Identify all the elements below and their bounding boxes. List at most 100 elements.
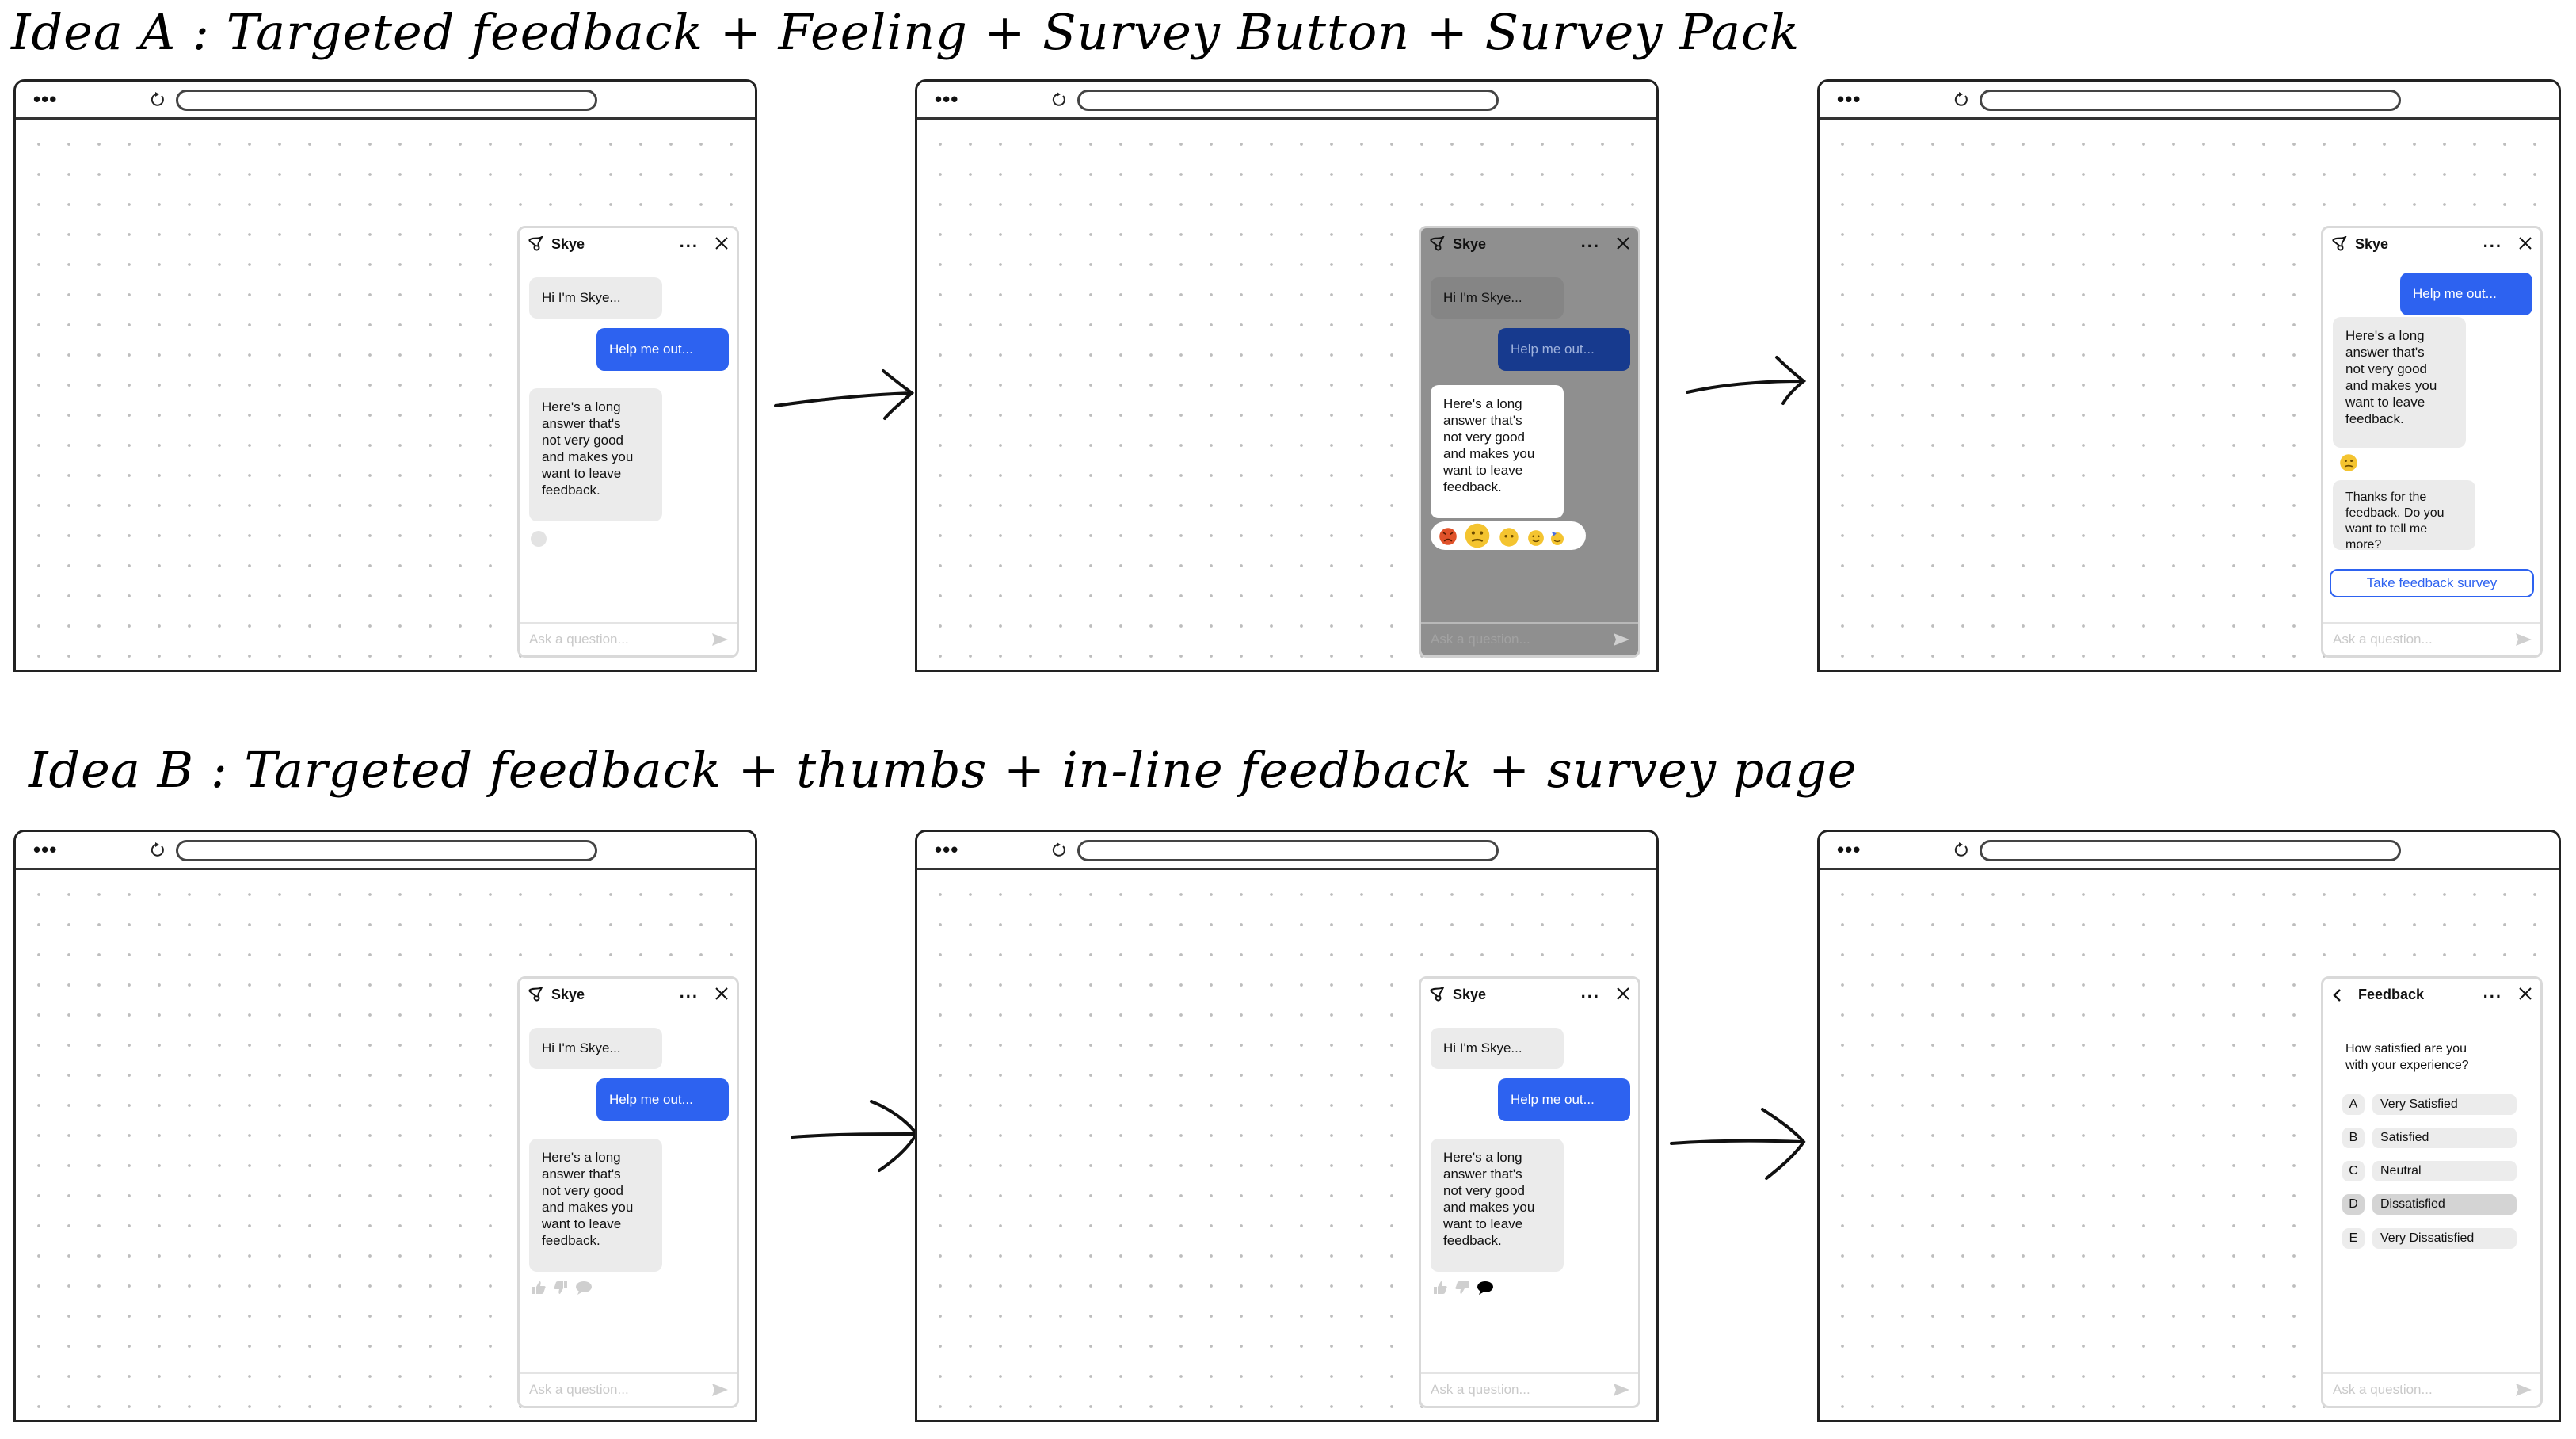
user-message-bubble: Help me out... xyxy=(1498,328,1630,371)
browser-window-a1: ••• Skye ... Hi I'm Skye... Help me out.… xyxy=(13,79,757,672)
option-letter-c[interactable]: C xyxy=(2342,1161,2365,1181)
angry-emoji-icon[interactable] xyxy=(1439,527,1458,546)
thumbs-down-icon[interactable] xyxy=(553,1280,569,1296)
browser-toolbar: ••• xyxy=(917,832,1656,870)
send-icon[interactable] xyxy=(1613,632,1630,647)
neutral-emoji-icon[interactable] xyxy=(1499,527,1519,548)
skye-logo-icon xyxy=(528,987,545,1002)
reload-icon[interactable] xyxy=(1953,91,1970,109)
send-icon[interactable] xyxy=(1613,1383,1630,1397)
reload-icon[interactable] xyxy=(149,91,166,109)
chat-panel-dimmed: Skye ... Hi I'm Skye... Help me out... H… xyxy=(1419,226,1640,658)
chat-input[interactable]: Ask a question... xyxy=(520,622,737,655)
option-very-dissatisfied[interactable]: Very Dissatisfied xyxy=(2372,1228,2517,1249)
user-message-bubble: Help me out... xyxy=(596,328,729,371)
bot-answer-bubble: Here's a long answer that's not very goo… xyxy=(529,1139,662,1272)
input-placeholder: Ask a question... xyxy=(529,1382,629,1397)
bot-followup-bubble: Thanks for the feedback. Do you want to … xyxy=(2333,480,2475,552)
reload-icon[interactable] xyxy=(1953,842,1970,859)
chat-panel: Skye ... Hi I'm Skye... Help me out... H… xyxy=(517,226,739,658)
input-placeholder: Ask a question... xyxy=(2333,632,2433,647)
option-very-satisfied[interactable]: Very Satisfied xyxy=(2372,1094,2517,1115)
survey-title: Feedback xyxy=(2358,987,2425,1002)
send-icon[interactable] xyxy=(711,1383,729,1397)
browser-toolbar: ••• xyxy=(16,82,755,120)
chat-input[interactable]: Ask a question... xyxy=(520,1372,737,1406)
send-icon[interactable] xyxy=(2515,632,2532,647)
arrow-icon xyxy=(774,369,915,420)
thumbs-up-icon[interactable] xyxy=(1432,1280,1448,1296)
address-bar[interactable] xyxy=(1077,840,1499,861)
more-options-button[interactable]: ... xyxy=(1580,231,1600,251)
window-controls-icon[interactable]: ••• xyxy=(935,838,959,861)
arrow-icon xyxy=(791,1100,919,1172)
more-options-button[interactable]: ... xyxy=(679,982,699,1002)
more-options-button[interactable]: ... xyxy=(679,231,699,251)
address-bar[interactable] xyxy=(176,90,597,111)
close-icon[interactable] xyxy=(714,236,729,250)
bot-answer-bubble: Here's a long answer that's not very goo… xyxy=(2333,317,2466,448)
more-options-button[interactable]: ... xyxy=(2483,982,2502,1002)
idea-a-title: Idea A : Targeted feedback + Feeling + S… xyxy=(11,3,1801,61)
input-placeholder: Ask a question... xyxy=(2333,1382,2433,1397)
input-placeholder: Ask a question... xyxy=(529,632,629,647)
close-icon[interactable] xyxy=(1616,236,1630,250)
confused-emoji-icon[interactable] xyxy=(1464,522,1491,549)
reload-icon[interactable] xyxy=(1050,842,1068,859)
option-dissatisfied-selected[interactable]: Dissatisfied xyxy=(2372,1194,2517,1215)
reload-icon[interactable] xyxy=(149,842,166,859)
reload-icon[interactable] xyxy=(1050,91,1068,109)
chat-panel: Skye ... Hi I'm Skye... Help me out... H… xyxy=(1419,976,1640,1408)
browser-window-a3: ••• Skye ... Help me out... Here's a lon… xyxy=(1817,79,2561,672)
browser-window-a2: ••• Skye ... Hi I'm Skye... Help me out.… xyxy=(915,79,1659,672)
arrow-icon xyxy=(1686,356,1807,405)
browser-window-b2: ••• Skye ... Hi I'm Skye... Help me out.… xyxy=(915,830,1659,1422)
close-icon[interactable] xyxy=(1616,987,1630,1001)
close-icon[interactable] xyxy=(2518,987,2532,1001)
comment-icon[interactable] xyxy=(575,1280,593,1296)
window-controls-icon[interactable]: ••• xyxy=(33,838,58,861)
skye-logo-icon xyxy=(2331,236,2349,252)
option-letter-d-selected[interactable]: D xyxy=(2342,1194,2365,1215)
chat-input[interactable]: Ask a question... xyxy=(2323,622,2540,655)
close-icon[interactable] xyxy=(2518,236,2532,250)
close-icon[interactable] xyxy=(714,987,729,1001)
bot-greeting-bubble: Hi I'm Skye... xyxy=(1431,1028,1564,1069)
address-bar[interactable] xyxy=(1980,840,2401,861)
feeling-reaction-icon[interactable] xyxy=(531,531,547,547)
address-bar[interactable] xyxy=(176,840,597,861)
thumbs-down-icon[interactable] xyxy=(1454,1280,1470,1296)
chat-input[interactable]: Ask a question... xyxy=(2323,1372,2540,1406)
slightly-smiling-emoji-icon[interactable] xyxy=(1527,529,1545,547)
option-letter-e[interactable]: E xyxy=(2342,1228,2365,1249)
feedback-survey-panel: Feedback ... How satisfied are you with … xyxy=(2321,976,2543,1408)
option-neutral[interactable]: Neutral xyxy=(2372,1161,2517,1181)
take-feedback-survey-button[interactable]: Take feedback survey xyxy=(2330,569,2534,597)
chat-panel: Skye ... Help me out... Here's a long an… xyxy=(2321,226,2543,658)
bot-name: Skye xyxy=(1453,987,1487,1002)
option-satisfied[interactable]: Satisfied xyxy=(2372,1128,2517,1148)
option-letter-a[interactable]: A xyxy=(2342,1094,2365,1115)
partying-emoji-icon[interactable] xyxy=(1549,530,1565,546)
window-controls-icon[interactable]: ••• xyxy=(1837,87,1862,111)
bot-answer-bubble: Here's a long answer that's not very goo… xyxy=(1431,385,1564,518)
more-options-button[interactable]: ... xyxy=(2483,231,2502,251)
chat-input[interactable]: Ask a question... xyxy=(1421,1372,1638,1406)
window-controls-icon[interactable]: ••• xyxy=(1837,838,1862,861)
comment-icon-active[interactable] xyxy=(1477,1280,1494,1296)
chat-input[interactable]: Ask a question... xyxy=(1421,622,1638,655)
thumbs-up-icon[interactable] xyxy=(531,1280,547,1296)
send-icon[interactable] xyxy=(711,632,729,647)
address-bar[interactable] xyxy=(1980,90,2401,111)
window-controls-icon[interactable]: ••• xyxy=(935,87,959,111)
back-chevron-icon[interactable] xyxy=(2331,988,2342,1002)
address-bar[interactable] xyxy=(1077,90,1499,111)
window-controls-icon[interactable]: ••• xyxy=(33,87,58,111)
selected-feeling-emoji-icon xyxy=(2339,453,2358,472)
more-options-button[interactable]: ... xyxy=(1580,982,1600,1002)
bot-name: Skye xyxy=(1453,236,1487,252)
bot-answer-bubble: Here's a long answer that's not very goo… xyxy=(1431,1139,1564,1272)
send-icon[interactable] xyxy=(2515,1383,2532,1397)
option-letter-b[interactable]: B xyxy=(2342,1128,2365,1148)
user-message-bubble: Help me out... xyxy=(1498,1078,1630,1121)
